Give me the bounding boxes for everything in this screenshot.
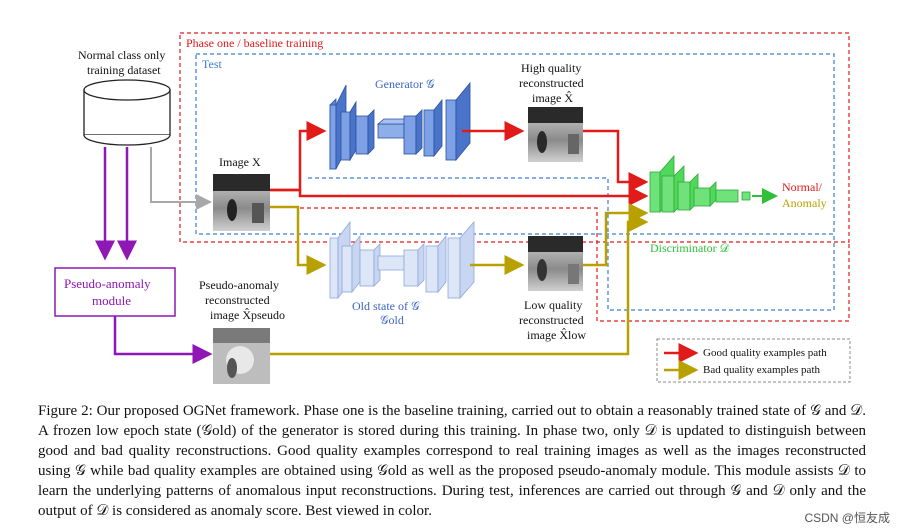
watermark: CSDN @恒友成 xyxy=(804,509,890,526)
dataset-label-2: training dataset xyxy=(87,63,161,77)
pseudo-recon-label-1: Pseudo-anomaly xyxy=(199,278,279,292)
old-state-label-2: 𝒢old xyxy=(380,313,404,327)
ognet-diagram xyxy=(54,32,851,384)
phase-one-label: Phase one / baseline training xyxy=(186,36,324,50)
generator-label: Generator 𝒢 xyxy=(375,77,435,91)
lq-label-1: Low quality xyxy=(524,298,583,312)
phase-two-box xyxy=(300,207,850,322)
output-normal-label: Normal/ xyxy=(782,180,822,194)
dataset-cylinder-icon xyxy=(83,79,171,146)
legend-bad-label: Bad quality examples path xyxy=(703,364,820,376)
legend-good-label: Good quality examples path xyxy=(703,347,827,359)
test-box xyxy=(195,53,835,235)
pseudo-recon-label-2: reconstructed xyxy=(205,293,270,307)
discriminator-network xyxy=(649,154,751,214)
phase-one-box xyxy=(179,32,850,243)
hq-label-1: High quality xyxy=(521,61,582,75)
old-state-label-1: Old state of 𝒢 xyxy=(352,299,420,313)
output-anomaly-label: Anomaly xyxy=(782,196,827,210)
figure-caption: Figure 2: Our proposed OGNet framework. … xyxy=(38,403,866,519)
hq-label-2: reconstructed xyxy=(519,76,584,90)
old-generator-network xyxy=(329,220,475,300)
hq-label-3: image X̂ xyxy=(532,91,573,105)
lq-reconstructed-image xyxy=(528,236,583,291)
pseudo-module-label-2: module xyxy=(92,293,131,308)
image-x-label: Image X xyxy=(219,155,261,169)
pseudo-module-label-1: Pseudo-anomaly xyxy=(64,276,151,291)
pseudo-recon-label-3: image X̂pseudo xyxy=(210,308,285,322)
generator-network xyxy=(329,81,471,170)
pseudo-reconstructed-image xyxy=(213,328,270,384)
test-inner-box xyxy=(308,177,835,311)
dataset-label-1: Normal class only xyxy=(78,48,166,62)
test-label: Test xyxy=(202,57,222,71)
image-x xyxy=(213,174,270,231)
lq-label-2: reconstructed xyxy=(519,313,584,327)
ognet-figure: Phase one / baseline training Test Norma… xyxy=(54,32,851,384)
discriminator-label: Discriminator 𝒟 xyxy=(650,241,730,255)
lq-label-3: image X̂low xyxy=(527,328,586,342)
hq-reconstructed-image xyxy=(528,107,583,162)
